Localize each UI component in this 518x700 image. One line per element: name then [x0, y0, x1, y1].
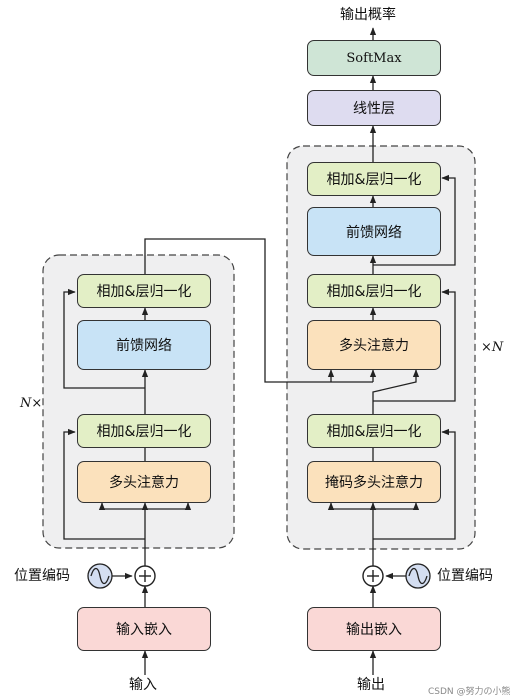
decoder-add-norm-middle: 相加&层归一化: [307, 274, 441, 308]
encoder-sine-wave-icon: [87, 563, 113, 589]
output-label: 输出: [357, 677, 385, 693]
decoder-feed-forward: 前馈网络: [307, 207, 441, 256]
encoder-add-norm-top: 相加&层归一化: [77, 274, 211, 308]
decoder-multi-head-attention: 多头注意力: [307, 320, 441, 370]
decoder-sine-wave-icon: [405, 563, 431, 589]
encoder-feed-forward: 前馈网络: [77, 320, 211, 370]
encoder-positional-encoding-label: 位置编码: [14, 568, 70, 584]
decoder-repeat-label: ×N: [481, 340, 504, 355]
input-label: 输入: [129, 677, 157, 693]
encoder-add-icon: [134, 565, 156, 587]
decoder-softmax: SoftMax: [307, 40, 441, 76]
output-probabilities-label: 输出概率: [340, 7, 396, 23]
decoder-add-norm-top: 相加&层归一化: [307, 162, 441, 196]
decoder-linear: 线性层: [307, 90, 441, 126]
encoder-multi-head-attention: 多头注意力: [77, 461, 211, 503]
encoder-input-embedding: 输入嵌入: [77, 607, 211, 651]
decoder-masked-multi-head-attention: 掩码多头注意力: [307, 461, 441, 503]
watermark: CSDN @努力の小熊: [428, 687, 511, 697]
encoder-repeat-label: N×: [20, 396, 43, 411]
decoder-add-icon: [362, 565, 384, 587]
decoder-output-embedding: 输出嵌入: [307, 607, 441, 651]
encoder-add-norm-bottom: 相加&层归一化: [77, 414, 211, 448]
connection-lines: [63, 27, 456, 675]
decoder-add-norm-bottom: 相加&层归一化: [307, 414, 441, 448]
decoder-positional-encoding-label: 位置编码: [437, 568, 493, 584]
